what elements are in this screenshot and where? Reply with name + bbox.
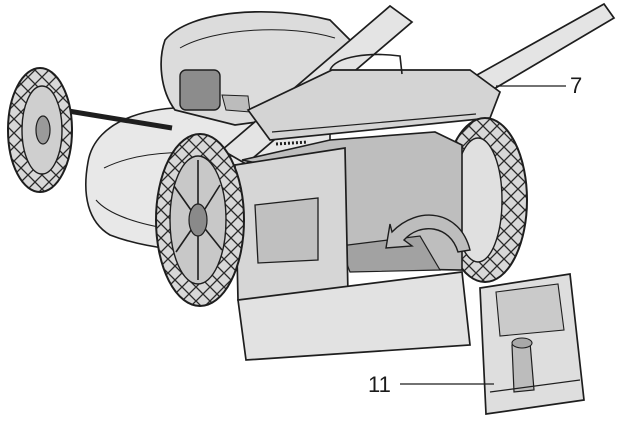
front-wheel-right <box>155 133 245 307</box>
rear-handle-frame <box>246 53 502 146</box>
front-wheel-left <box>7 67 73 193</box>
mulching-plug <box>479 273 585 415</box>
callout-7: 7 <box>570 73 582 98</box>
rotation-arrow <box>385 214 471 253</box>
callout-11: 11 <box>368 372 391 397</box>
rear-flap <box>234 147 471 361</box>
